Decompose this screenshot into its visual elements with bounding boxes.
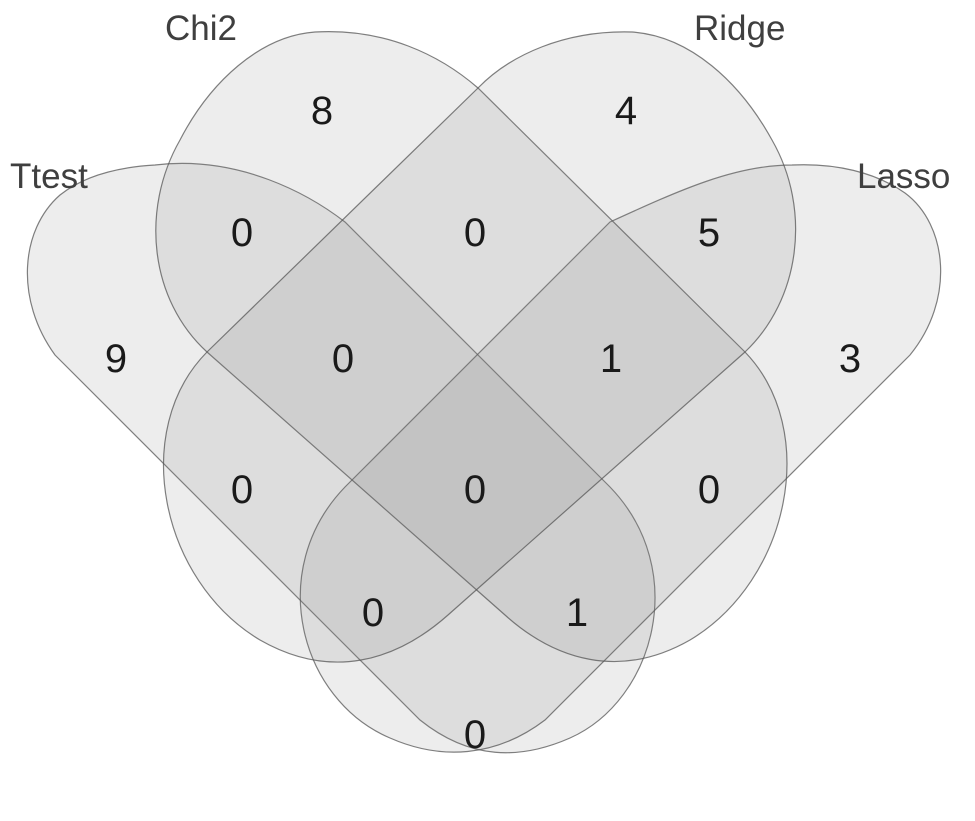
count-ttest-lasso: 0	[464, 713, 486, 757]
count-ttest-chi2-lasso: 1	[566, 591, 588, 635]
count-lasso-only: 3	[839, 337, 861, 381]
count-ttest-ridge: 0	[231, 468, 253, 512]
count-ttest-only: 9	[105, 337, 127, 381]
count-ridge-only: 4	[615, 89, 637, 133]
count-chi2-only: 8	[311, 89, 333, 133]
set-ttest-shape	[26, 162, 656, 754]
count-chi2-ridge-lasso: 1	[600, 337, 622, 381]
count-ttest-ridge-lasso: 0	[362, 591, 384, 635]
set-label-ridge: Ridge	[694, 9, 785, 48]
count-ttest-chi2-ridge: 0	[332, 337, 354, 381]
set-ridge-shape	[162, 31, 797, 663]
count-ridge-lasso: 5	[698, 211, 720, 255]
set-label-lasso: Lasso	[857, 157, 950, 196]
set-lasso-shape	[299, 164, 942, 753]
count-all-four: 0	[464, 468, 486, 512]
set-label-chi2: Chi2	[165, 9, 237, 48]
count-chi2-lasso: 0	[698, 468, 720, 512]
set-label-ttest: Ttest	[10, 157, 88, 196]
count-ttest-chi2: 0	[231, 211, 253, 255]
count-chi2-ridge: 0	[464, 211, 486, 255]
